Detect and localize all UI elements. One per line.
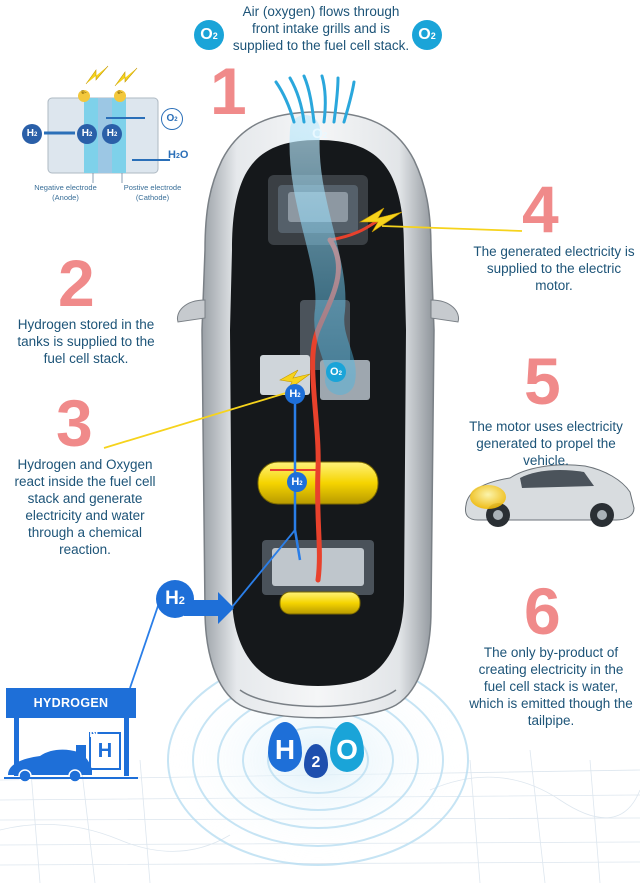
fc-h2-in: H2 bbox=[22, 124, 42, 144]
h2-subscript: 2 bbox=[178, 595, 185, 607]
water-2: 2 bbox=[311, 754, 321, 771]
water-droplets: H 2 O bbox=[266, 722, 376, 792]
fc-electron-left: e- bbox=[81, 90, 87, 96]
step-1-text: Air (oxygen) flows through front intake … bbox=[232, 4, 410, 53]
step-2-text: Hydrogen stored in the tanks is supplied… bbox=[17, 317, 155, 366]
fc-water-h: H bbox=[168, 149, 176, 161]
step-5-number: 5 bbox=[524, 344, 561, 418]
fc-h-sub: 2 bbox=[88, 132, 93, 138]
step-6-text: The only by-product of creating electric… bbox=[469, 645, 633, 728]
car-side-view bbox=[465, 464, 635, 527]
o2-subscript: 2 bbox=[430, 31, 436, 41]
h2-fill-arrow bbox=[184, 592, 234, 624]
o2-letter: O bbox=[330, 366, 339, 378]
car-top-view bbox=[176, 111, 460, 719]
station-title: HYDROGEN STATION bbox=[33, 696, 109, 740]
h2-subscript: 2 bbox=[299, 481, 303, 487]
h2-subscript: 2 bbox=[297, 393, 301, 399]
fc-h-sub: 2 bbox=[113, 132, 118, 138]
h2-letter: H bbox=[165, 588, 179, 609]
h2-badge-upper: H2 bbox=[285, 384, 305, 404]
o2-small-badge: O2 bbox=[326, 362, 346, 382]
fc-negative-label: Negative electrode (Anode) bbox=[18, 183, 113, 203]
o2-letter: O bbox=[312, 125, 323, 141]
leader-lines bbox=[103, 225, 523, 689]
fc-o-letter: O bbox=[166, 113, 175, 124]
droplet-h: H bbox=[268, 722, 302, 772]
o2-subscript: 2 bbox=[212, 31, 218, 41]
fc-o-sub: 2 bbox=[174, 117, 178, 123]
fc-h2-mid: H2 bbox=[77, 124, 97, 144]
fc-positive-label: Postive electrode (Cathode) bbox=[110, 183, 195, 203]
droplet-o: O bbox=[330, 722, 364, 772]
step-6-number: 6 bbox=[524, 574, 561, 648]
o2-badge-left: O2 bbox=[194, 20, 224, 50]
fc-water-out: H2O bbox=[168, 149, 188, 161]
step-1-number: 1 bbox=[210, 54, 247, 128]
o2-subscript: 2 bbox=[322, 131, 328, 140]
water-o: O bbox=[336, 734, 358, 765]
fc-h2-right: H2 bbox=[102, 124, 122, 144]
step-3-number: 3 bbox=[56, 386, 93, 460]
hydrogen-station-graphic bbox=[4, 688, 138, 783]
step-2-number: 2 bbox=[58, 246, 95, 320]
fc-electron-right: e- bbox=[117, 90, 123, 96]
station-pump-letter: H bbox=[97, 740, 113, 762]
droplet-2: 2 bbox=[304, 744, 328, 778]
fc-o2-in: O2 bbox=[161, 108, 183, 130]
o2-letter: O bbox=[200, 26, 213, 43]
o2-letter: O bbox=[418, 26, 431, 43]
h2-badge-station: H2 bbox=[156, 580, 194, 618]
air-intake-arrows bbox=[274, 74, 356, 124]
step-3-text: Hydrogen and Oxygen react inside the fue… bbox=[14, 457, 156, 557]
fc-negative-sub: (Anode) bbox=[52, 193, 79, 202]
water-h: H bbox=[274, 734, 296, 765]
h2-letter: H bbox=[291, 476, 300, 488]
step-4-text: The generated electricity is supplied to… bbox=[473, 244, 635, 293]
step-5-text: The motor uses electricity generated to … bbox=[469, 419, 623, 468]
fc-negative-text: Negative electrode bbox=[34, 183, 97, 192]
fc-h-letter: H bbox=[26, 128, 34, 139]
fc-h-sub: 2 bbox=[33, 132, 38, 138]
fc-h-letter: H bbox=[81, 128, 89, 139]
lightning-bolts bbox=[85, 65, 403, 391]
h2-letter: H bbox=[289, 388, 298, 400]
o2-badge-right: O2 bbox=[412, 20, 442, 50]
fc-positive-sub: (Cathode) bbox=[135, 193, 170, 202]
fc-water-o: O bbox=[179, 149, 189, 161]
fc-water-2: 2 bbox=[175, 153, 180, 160]
fc-positive-text: Postive electrode bbox=[123, 183, 182, 192]
o2-in-car: O2 bbox=[312, 125, 327, 141]
o2-subscript: 2 bbox=[338, 371, 342, 377]
h2-badge-lower: H2 bbox=[287, 472, 307, 492]
step-4-number: 4 bbox=[522, 172, 559, 246]
fc-h-letter: H bbox=[106, 128, 114, 139]
